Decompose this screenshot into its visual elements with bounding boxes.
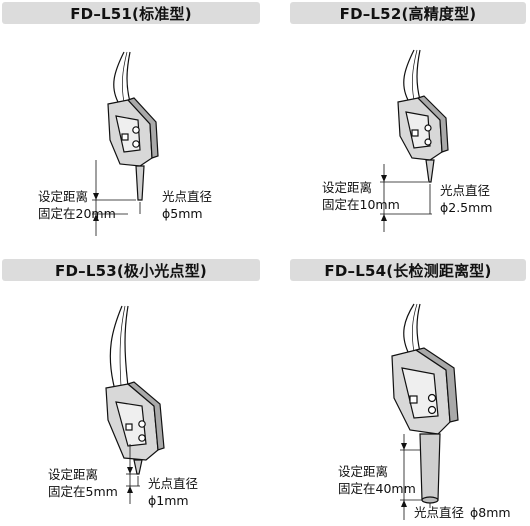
panel-4-spot-value: ϕ8mm [470,505,511,520]
panel-3-spot-value: ϕ1mm [148,493,189,508]
panel-1-distance-label: 设定距离 [38,189,89,204]
panel-1-header: FD–L51(标准型) [2,2,260,24]
panel-3-distance-label: 设定距离 [48,467,99,482]
panel-3-distance-value: 固定在5mm [48,484,118,499]
panel-2-spot-value: ϕ2.5mm [440,200,493,215]
panel-3-header: FD–L53(极小光点型) [2,259,260,281]
panel-4-header: FD–L54(长检测距离型) [290,259,526,281]
panel-2-spot-label: 光点直径 [440,183,491,198]
panel-4-distance-value: 固定在40mm [338,481,416,496]
panel-4-spot-label: 光点直径 [414,505,465,520]
panel-2-distance-label: 设定距离 [322,180,373,195]
panel-1-spot-label: 光点直径 [162,189,213,204]
panel-3-spot-label: 光点直径 [148,476,199,491]
panel-2-distance-value: 固定在10mm [322,197,400,212]
panel-1-title: FD–L51(标准型) [70,4,192,23]
panel-3-title: FD–L53(极小光点型) [55,261,207,280]
panel-1-spot-value: ϕ5mm [162,206,203,221]
panel-2-title: FD–L52(高精度型) [339,4,477,23]
panel-2-header: FD–L52(高精度型) [290,2,526,24]
panel-4-title: FD–L54(长检测距离型) [324,261,492,280]
panel-1-distance-value: 固定在20mm [38,206,116,221]
panel-4-distance-label: 设定距离 [338,464,389,479]
